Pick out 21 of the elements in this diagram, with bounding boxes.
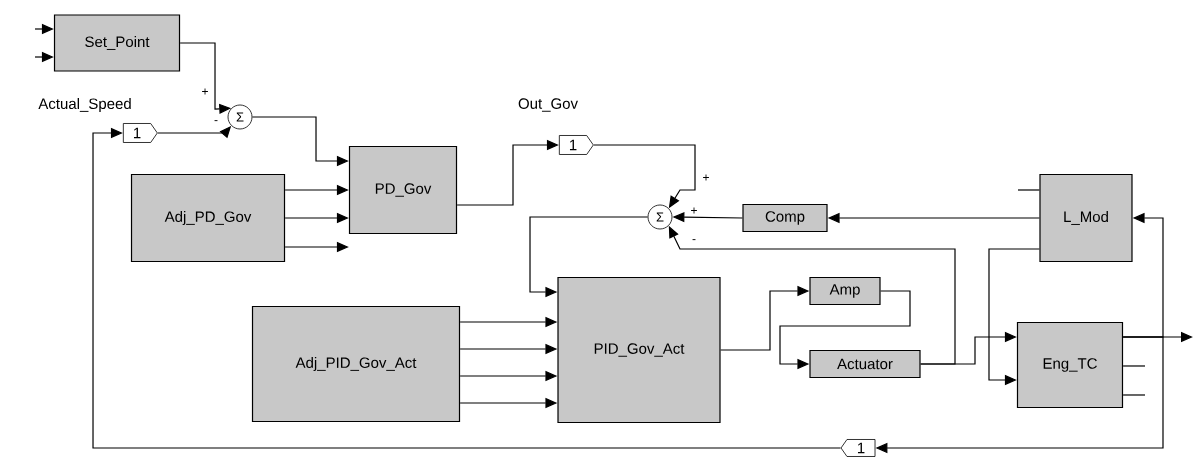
port-label: Actual_Speed	[38, 98, 131, 112]
line-stub	[1122, 365, 1146, 367]
block-box: L_Mod	[1039, 173, 1133, 263]
sign-label: +	[691, 207, 697, 214]
line-stub	[1017, 189, 1040, 191]
block-box: Adj_PID_Gov_Act	[251, 305, 461, 423]
sign-label: +	[202, 88, 208, 95]
sign-label: -	[692, 239, 696, 241]
block-box: PD_Gov	[348, 145, 458, 235]
block-box: PID_Gov_Act	[557, 276, 721, 424]
block-box: Eng_TC	[1016, 321, 1124, 409]
sign-label: +	[703, 174, 709, 181]
block-box: Adj_PD_Gov	[130, 173, 286, 263]
arrow	[92, 127, 842, 449]
block-box: Amp	[809, 276, 881, 306]
line-stub	[1122, 394, 1146, 396]
block-box: Set_Point	[53, 14, 181, 72]
block-box: Comp	[742, 203, 828, 233]
sign-label: -	[214, 120, 218, 122]
port-label: Out_Gov	[518, 98, 578, 112]
block-box: Actuator	[809, 349, 921, 379]
